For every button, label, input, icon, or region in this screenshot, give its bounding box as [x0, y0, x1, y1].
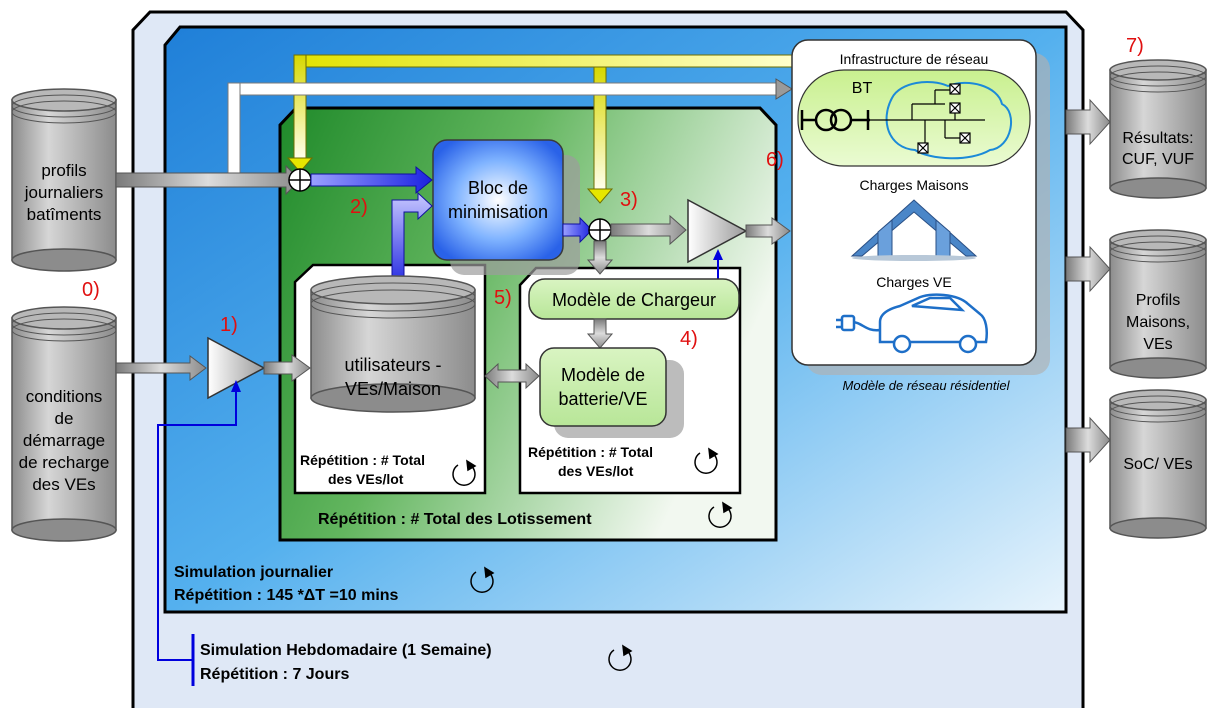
loop-icon-daily: [470, 566, 495, 593]
step-2: 2): [350, 196, 368, 218]
conditions-arrow: [115, 355, 207, 381]
weekly-label-1: Simulation Hebdomadaire (1 Semaine): [200, 642, 492, 659]
bloc-label-2: minimisation: [448, 202, 548, 222]
conditions-label-2: de: [55, 409, 74, 428]
sum-node-2: [588, 218, 612, 242]
conditions-label-1: conditions: [26, 387, 103, 406]
daily-label-1: Simulation journalier: [174, 564, 333, 581]
feeder-tree-icon: [870, 83, 985, 154]
step-0: 0): [82, 279, 100, 301]
batterie-box: [539, 347, 667, 427]
ev-label: Charges VE: [876, 274, 951, 290]
amp1-to-users-arrow: [263, 354, 311, 382]
profils-out-label-2: Maisons,: [1126, 314, 1190, 331]
users-label-2: VEs/Maison: [345, 379, 441, 399]
amp-to-network-arrow: [745, 217, 791, 245]
soc-cylinder: [1109, 389, 1207, 539]
chargeur-to-batterie-arrow: [586, 318, 614, 349]
profils-label-3: batîments: [27, 205, 102, 224]
loop-icon-users: [452, 459, 477, 486]
bloc-to-sum2-arrow: [562, 216, 593, 244]
conditions-cylinder: [11, 306, 117, 542]
loop-icon-lots: [708, 501, 733, 528]
step-5: 5): [494, 287, 512, 309]
resultats-cylinder: [1109, 59, 1207, 199]
resultats-label-1: Résultats:: [1122, 130, 1193, 147]
step-4: 4): [680, 328, 698, 350]
profils-label-2: journaliers: [24, 183, 103, 202]
batterie-label-1: Modèle de: [561, 365, 645, 385]
resultats-label-2: CUF, VUF: [1122, 151, 1194, 168]
network-caption: Modèle de réseau résidentiel: [843, 378, 1011, 393]
profils-label-1: profils: [41, 161, 86, 180]
network-infra-label: Infrastructure de réseau: [840, 51, 989, 67]
sum2-to-chargeur-arrow: [586, 240, 614, 275]
ev-car-icon: [836, 293, 988, 354]
sum-node-1: [288, 168, 312, 192]
step-3: 3): [620, 189, 638, 211]
profils-cylinder: [11, 88, 117, 272]
users-loop-label-1: Répétition : # Total: [300, 452, 425, 468]
battery-loop-label-2: des VEs/lot: [558, 463, 634, 479]
bt-network-zone: [797, 69, 1031, 167]
profile-feed-lines: [227, 78, 793, 176]
weekly-label-2: Répétition : 7 Jours: [200, 666, 349, 683]
bt-label: BT: [852, 80, 873, 97]
daily-label-2: Répétition : 145 *ΔT =10 mins: [174, 587, 399, 604]
blue-arrow-to-bloc: [310, 165, 433, 195]
profils-out-cylinder: [1109, 229, 1207, 379]
conditions-label-4: de recharge: [19, 453, 110, 472]
users-to-bloc-arrow: [391, 191, 433, 291]
bloc-minimisation: [432, 139, 564, 261]
weekly-control-line: [157, 380, 241, 686]
users-loop-label-2: des VEs/lot: [328, 471, 404, 487]
conditions-label-3: démarrage: [23, 431, 105, 450]
users-cylinder: [310, 275, 476, 413]
lots-loop-label: Répétition : # Total des Lotissement: [318, 511, 592, 528]
sum2-to-amp-arrow: [610, 214, 687, 246]
step-7: 7): [1126, 35, 1144, 57]
output-arrows: [1065, 98, 1111, 464]
houses-label: Charges Maisons: [860, 177, 969, 193]
battery-loop-label-1: Répétition : # Total: [528, 444, 653, 460]
soc-label: SoC/ VEs: [1123, 456, 1192, 473]
users-batterie-double-arrow: [484, 362, 540, 390]
step-6: 6): [766, 149, 784, 171]
profils-out-label-3: VEs: [1143, 336, 1172, 353]
feeder-cloud-icon: [885, 81, 1012, 160]
house-icon: [850, 199, 978, 261]
step-1: 1): [220, 314, 238, 336]
loop-icon-weekly: [608, 644, 633, 671]
profils-out-label-1: Profils: [1136, 292, 1180, 309]
bloc-label-1: Bloc de: [468, 178, 528, 198]
chargeur-label: Modèle de Chargeur: [552, 290, 716, 310]
amplifier-2: [687, 198, 748, 264]
transformer-icon: [800, 108, 870, 132]
users-label-1: utilisateurs -: [344, 355, 441, 375]
loop-icon-battery: [694, 447, 719, 474]
batterie-label-2: batterie/VE: [558, 389, 647, 409]
chargeur-box: [528, 278, 740, 320]
conditions-label-5: des VEs: [32, 475, 95, 494]
infrastructure-feed-lines: [286, 54, 795, 204]
